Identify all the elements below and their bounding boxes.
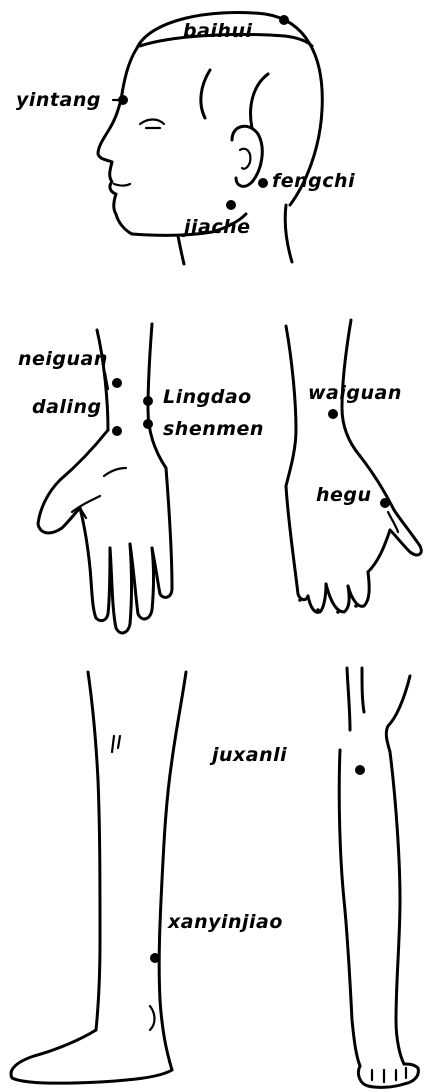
fengchi-point	[258, 178, 268, 188]
waiguan-label: waiguan	[308, 384, 402, 403]
jiache-label: jiache	[184, 218, 251, 237]
neiguan-label: neiguan	[18, 350, 108, 369]
juxanli-point	[355, 765, 365, 775]
left-leg-figure	[11, 672, 186, 1083]
shenmen-label: shenmen	[163, 420, 264, 439]
palm-figure	[38, 324, 172, 633]
xanyinjiao-point	[150, 953, 160, 963]
juxanli-label: juxanli	[212, 746, 287, 765]
neiguan-point	[112, 378, 122, 388]
baihui-label: baihui	[183, 22, 253, 41]
waiguan-point	[328, 409, 338, 419]
fengchi-label: fengchi	[272, 172, 355, 191]
right-leg-figure	[339, 668, 418, 1087]
jiache-point	[226, 200, 236, 210]
back-of-hand-figure	[286, 320, 421, 614]
shenmen-point	[143, 419, 153, 429]
yintang-label: yintang	[16, 91, 101, 110]
lingdao-point	[143, 396, 153, 406]
daling-label: daling	[32, 398, 102, 417]
lingdao-label: Lingdao	[163, 388, 252, 407]
hegu-point	[380, 498, 390, 508]
hegu-label: hegu	[316, 486, 372, 505]
daling-point	[112, 426, 122, 436]
baihui-point	[279, 15, 289, 25]
xanyinjiao-label: xanyinjiao	[168, 913, 283, 932]
